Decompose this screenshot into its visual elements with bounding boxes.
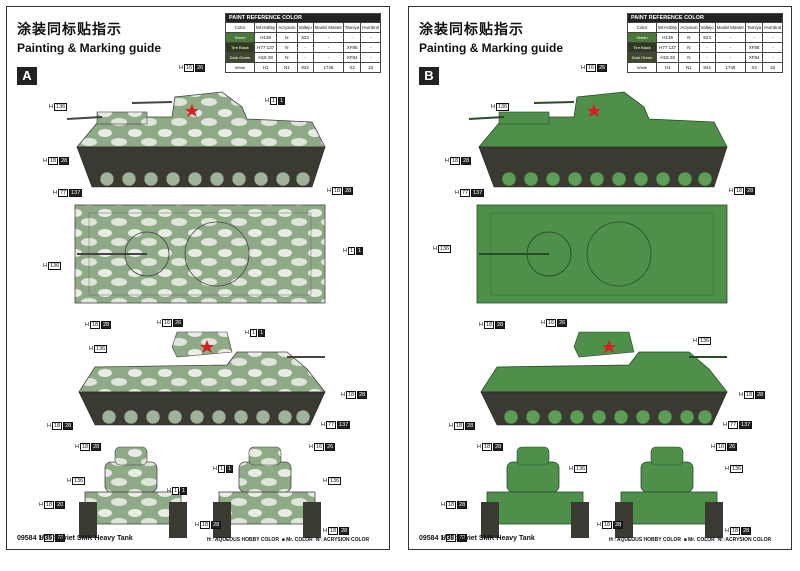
tank-illustrations-camo xyxy=(66,91,326,538)
guide-page-b: 涂装同标贴指示 Painting & Marking guide B PAINT… xyxy=(408,6,792,550)
title-english: Painting & Marking guide xyxy=(17,41,162,55)
tank-side-view-2 xyxy=(480,331,728,426)
tank-front-view xyxy=(481,446,589,538)
red-star-icon xyxy=(587,104,601,117)
tank-side-view-1 xyxy=(468,91,728,188)
model-footer: 09584 1/35 Soviet SMK Heavy Tank xyxy=(17,535,133,542)
tank-rear-view xyxy=(615,446,723,538)
model-footer: 09584 1/35 Soviet SMK Heavy Tank xyxy=(419,535,535,542)
color-legend: H□ AQUEOUS HOBBY COLOR ■ Mr. COLOR N□ AC… xyxy=(609,537,772,543)
paint-reference-table: PAINT REFERENCE COLOR Color Mr.Hobby Acr… xyxy=(224,13,382,73)
tank-top-view xyxy=(476,204,728,304)
scheme-badge: B xyxy=(419,67,439,85)
red-star-icon xyxy=(200,340,214,353)
scheme-badge: A xyxy=(17,67,37,85)
title-english: Painting & Marking guide xyxy=(419,41,564,55)
red-star-icon xyxy=(602,340,616,353)
tank-rear-view xyxy=(213,446,321,538)
guide-page-a: 涂装同标贴指示 Painting & Marking guide A PAINT… xyxy=(6,6,390,550)
title-chinese: 涂装同标贴指示 xyxy=(419,21,524,37)
title-chinese: 涂装同标贴指示 xyxy=(17,21,122,37)
tank-illustrations-green xyxy=(468,91,728,538)
tank-top-view xyxy=(74,204,326,304)
red-star-icon xyxy=(185,104,199,117)
tank-front-view xyxy=(79,446,187,538)
tank-side-view-1 xyxy=(66,91,326,188)
color-legend: H□ AQUEOUS HOBBY COLOR ■ Mr. COLOR N□ AC… xyxy=(207,537,370,543)
tank-side-view-2 xyxy=(78,331,326,426)
